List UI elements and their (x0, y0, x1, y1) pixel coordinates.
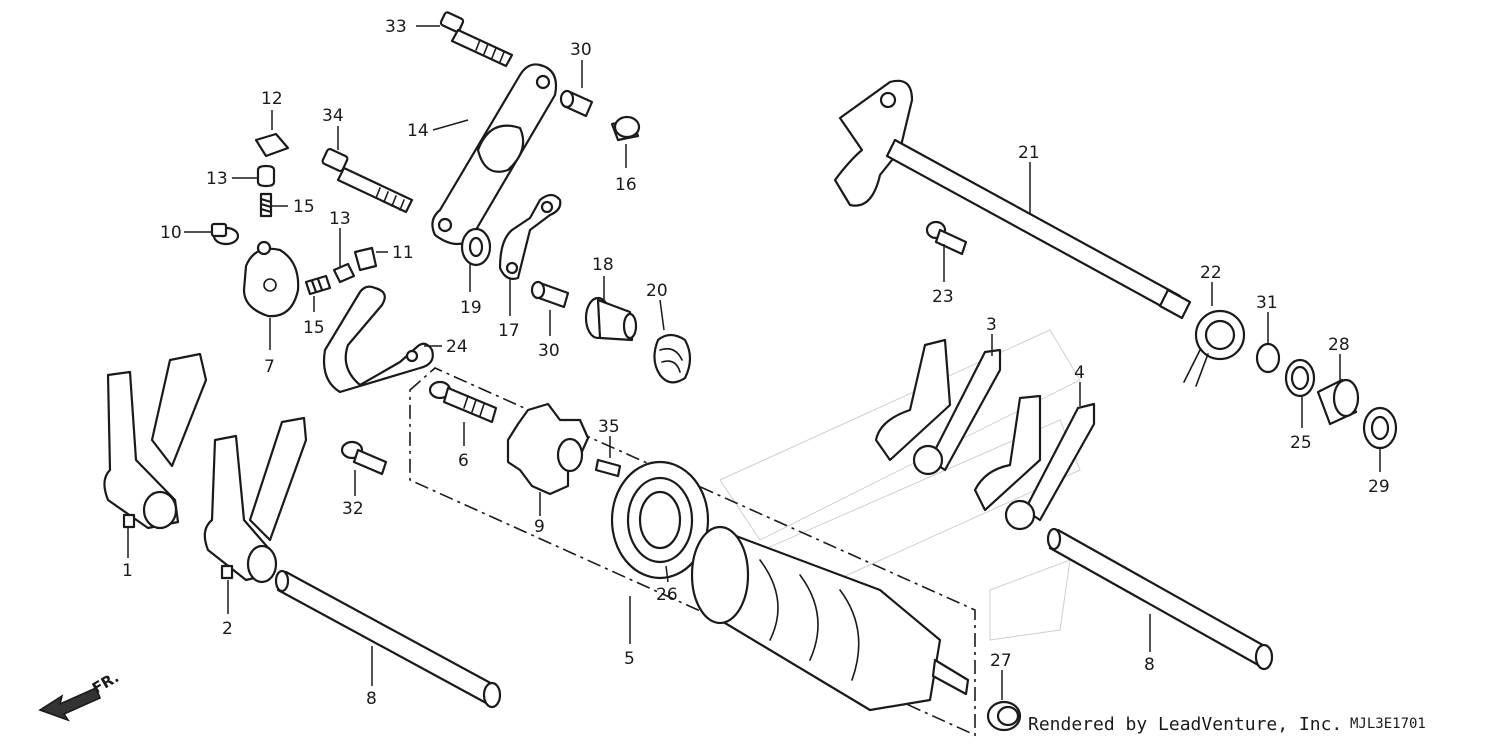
plate-14[interactable] (431, 63, 558, 246)
callout-9: 9 (534, 517, 545, 537)
stopper-12[interactable] (254, 132, 290, 158)
circlip-31[interactable] (1255, 342, 1281, 374)
callout-11: 11 (392, 243, 414, 263)
pin-13a[interactable] (256, 164, 276, 188)
callout-2: 2 (222, 619, 233, 639)
shift-fork-1[interactable] (103, 352, 208, 530)
guide-plate-24[interactable] (322, 285, 434, 394)
callout-20: 20 (646, 281, 668, 301)
bolt-23[interactable] (925, 220, 968, 256)
callout-24: 24 (446, 337, 468, 357)
spring-20[interactable] (653, 333, 692, 384)
callout-12: 12 (261, 89, 283, 109)
star-gear-9[interactable] (506, 402, 590, 496)
leader-lines (127, 25, 1381, 700)
callout-19: 19 (460, 298, 482, 318)
callout-5: 5 (624, 649, 635, 669)
shift-cam-7[interactable] (242, 240, 300, 318)
callout-7: 7 (264, 357, 275, 377)
pin-35[interactable] (594, 458, 622, 478)
bolt-33[interactable] (439, 11, 514, 68)
oil-seal-29[interactable] (1362, 406, 1398, 450)
callout-17: 17 (498, 321, 520, 341)
bolt-6[interactable] (428, 380, 498, 424)
gearshift-spindle-21[interactable] (833, 79, 1192, 320)
drum-assembly-outline (409, 367, 976, 737)
callout-1: 1 (122, 561, 133, 581)
callout-34: 34 (322, 106, 344, 126)
spring-15a[interactable] (259, 192, 273, 218)
callout-8a: 8 (366, 689, 377, 709)
callout-10: 10 (160, 223, 182, 243)
bearing-27[interactable] (986, 700, 1022, 732)
shift-fork-2[interactable] (203, 416, 308, 584)
washer-19[interactable] (460, 227, 492, 267)
shift-fork-shaft-8b[interactable] (1046, 527, 1274, 671)
callout-32: 32 (342, 499, 364, 519)
spring-15b[interactable] (304, 274, 332, 296)
callout-16: 16 (615, 175, 637, 195)
callout-35: 35 (598, 417, 620, 437)
callout-26: 26 (656, 585, 678, 605)
bolt-32[interactable] (340, 440, 388, 476)
return-spring-22[interactable] (1183, 309, 1246, 387)
callout-8b: 8 (1144, 655, 1155, 675)
callout-23: 23 (932, 287, 954, 307)
callout-4: 4 (1074, 363, 1085, 383)
washer-25[interactable] (1284, 358, 1316, 398)
callout-15a: 15 (293, 197, 315, 217)
callout-21: 21 (1018, 143, 1040, 163)
callout-25: 25 (1290, 433, 1312, 453)
pin-13b[interactable] (332, 262, 356, 284)
nut-10[interactable] (210, 222, 240, 246)
diagram-code: MJL3E1701 (1350, 716, 1426, 732)
rendered-by-credit: Rendered by LeadVenture, Inc. (1028, 714, 1342, 735)
callout-labels: 33 30 14 16 12 34 13 15 10 13 11 15 7 19… (122, 17, 1390, 709)
bushing-16[interactable] (610, 115, 641, 142)
pivot-18[interactable] (584, 296, 638, 342)
callout-33: 33 (385, 17, 407, 37)
clip-11[interactable] (353, 246, 378, 272)
shift-fork-3[interactable] (874, 338, 1002, 476)
callout-22: 22 (1200, 263, 1222, 283)
callout-14: 14 (407, 121, 429, 141)
callout-3: 3 (986, 315, 997, 335)
callout-13b: 13 (329, 209, 351, 229)
link-arm-17[interactable] (498, 193, 562, 280)
callout-30b: 30 (538, 341, 560, 361)
shift-drum-5[interactable] (690, 525, 970, 712)
bearing-26[interactable] (610, 460, 710, 580)
callout-13a: 13 (206, 169, 228, 189)
bolt-34[interactable] (321, 147, 414, 214)
callout-18: 18 (592, 255, 614, 275)
callout-6: 6 (458, 451, 469, 471)
callout-30a: 30 (570, 40, 592, 60)
needle-bearing-28[interactable] (1316, 378, 1360, 426)
shift-fork-shaft-8a[interactable] (274, 569, 502, 709)
front-arrow-icon: FR. (38, 668, 122, 722)
shift-fork-4[interactable] (973, 394, 1096, 531)
callout-31: 31 (1256, 293, 1278, 313)
callout-27: 27 (990, 651, 1012, 671)
callout-29: 29 (1368, 477, 1390, 497)
callout-28: 28 (1328, 335, 1350, 355)
callout-15b: 15 (303, 318, 325, 338)
